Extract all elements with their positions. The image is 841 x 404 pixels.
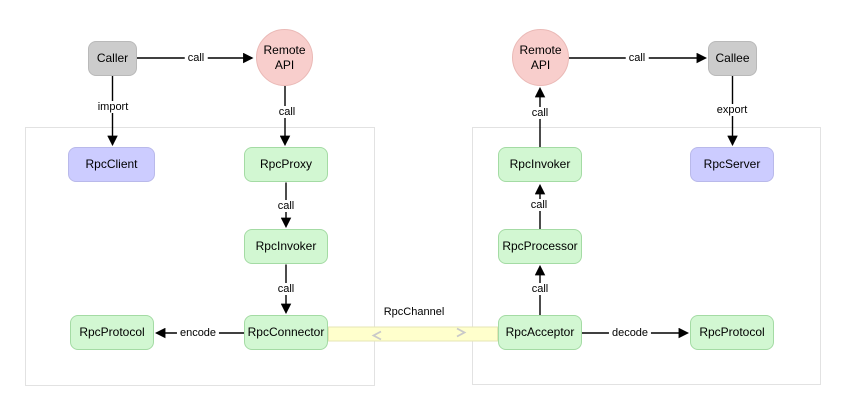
node-remote-api-server: Remote API <box>512 29 569 86</box>
rpc-channel-band <box>328 326 498 342</box>
node-rpc-server: RpcServer <box>690 147 774 182</box>
edge-label-export: export <box>713 104 751 116</box>
node-label: Caller <box>96 51 129 66</box>
node-label: RpcProtocol <box>699 325 765 340</box>
node-rpc-connector: RpcConnector <box>244 315 328 350</box>
node-caller: Caller <box>88 41 137 76</box>
edge-label-call: call <box>275 106 299 118</box>
node-label: RpcInvoker <box>255 239 317 254</box>
node-label: RpcProtocol <box>79 325 145 340</box>
edge-label-call: call <box>528 283 552 295</box>
node-label: Callee <box>715 51 750 66</box>
edge-label-encode: encode <box>176 327 220 339</box>
edge-label-decode: decode <box>608 327 652 339</box>
node-rpc-proxy: RpcProxy <box>244 147 328 182</box>
node-rpc-acceptor: RpcAcceptor <box>498 315 582 350</box>
node-label: RpcServer <box>703 157 761 172</box>
node-rpc-invoker-client: RpcInvoker <box>244 229 328 264</box>
client-side-container <box>25 127 375 386</box>
node-rpc-protocol-client: RpcProtocol <box>70 315 154 350</box>
server-side-container <box>472 127 821 385</box>
edge-label-import: import <box>94 101 132 113</box>
node-callee: Callee <box>708 41 757 76</box>
node-rpc-client: RpcClient <box>68 147 155 182</box>
node-rpc-invoker-server: RpcInvoker <box>498 147 582 182</box>
node-label: RpcClient <box>85 157 138 172</box>
channel-right-chevron-icon <box>456 327 467 338</box>
node-remote-api-client: Remote API <box>256 29 313 86</box>
edge-label-rpc-channel: RpcChannel <box>383 306 445 318</box>
node-label: Remote API <box>263 43 306 72</box>
edge-label-call: call <box>528 107 552 119</box>
edge-label-call: call <box>527 199 551 211</box>
node-label: Remote API <box>519 43 562 72</box>
edge-label-call: call <box>184 52 208 64</box>
node-label: RpcInvoker <box>509 157 571 172</box>
edge-label-call: call <box>625 52 649 64</box>
node-label: RpcConnector <box>247 325 325 340</box>
edge-label-call: call <box>274 200 298 212</box>
channel-left-chevron-icon <box>371 330 382 341</box>
node-rpc-protocol-server: RpcProtocol <box>690 315 774 350</box>
node-rpc-processor: RpcProcessor <box>498 229 582 264</box>
node-label: RpcProxy <box>259 157 312 172</box>
edge-label-call: call <box>274 283 298 295</box>
node-label: RpcAcceptor <box>505 325 575 340</box>
node-label: RpcProcessor <box>502 239 578 254</box>
